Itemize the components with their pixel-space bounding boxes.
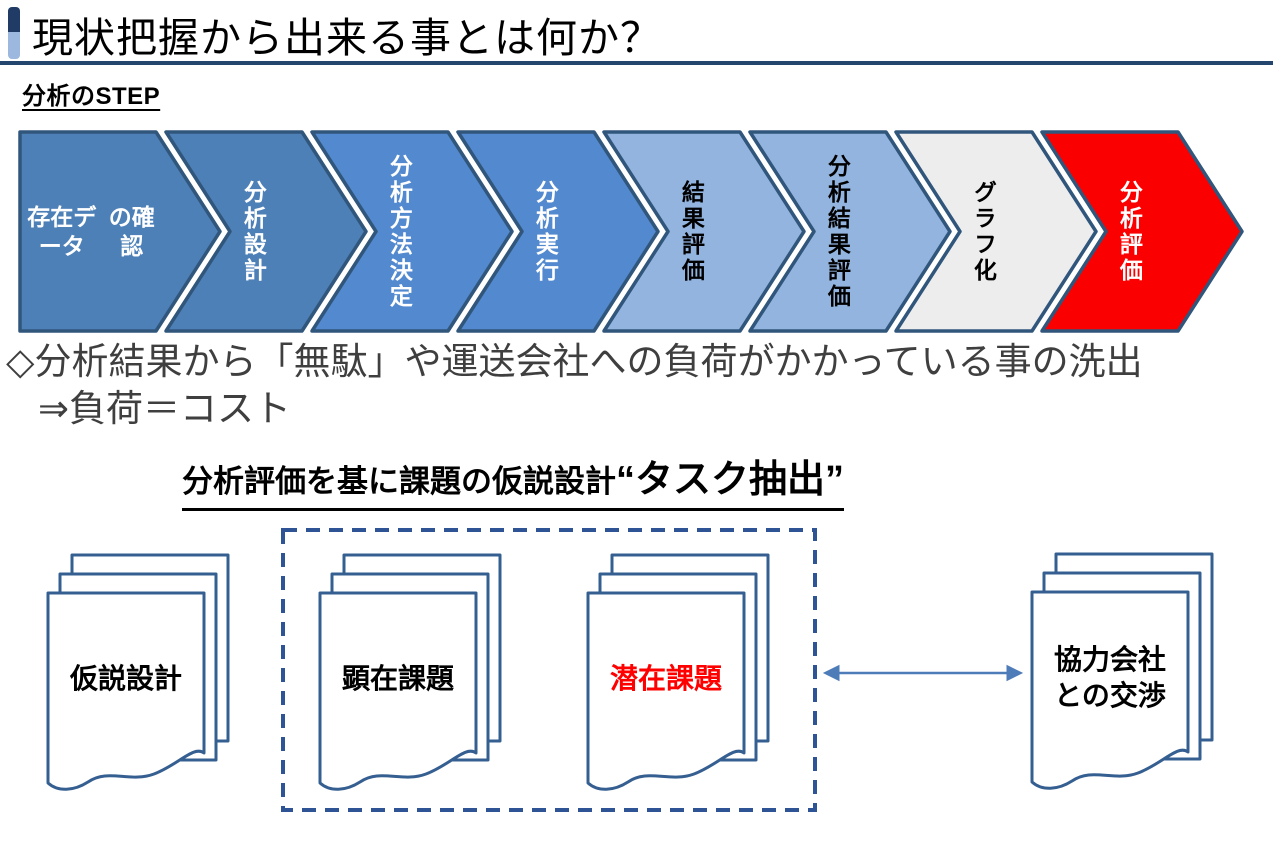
page-title: 現状把握から出来る事とは何か？ — [32, 15, 662, 61]
process-chevron-2 — [164, 130, 368, 333]
analysis-step-heading: 分析のSTEP — [22, 83, 161, 110]
finding-line-2: ⇒負荷＝コスト — [38, 388, 292, 429]
title-accent-bar — [8, 7, 20, 59]
process-chevron-3 — [310, 130, 514, 333]
subheading-emphasis: “タスク抽出” — [616, 459, 845, 501]
process-chevron-5 — [602, 130, 806, 333]
process-chevron-7 — [894, 130, 1098, 333]
subheading-prefix: 分析評価を基に課題の仮説設計 — [182, 464, 616, 499]
document-stack-2 — [318, 553, 502, 791]
process-chevron-6 — [748, 130, 952, 333]
process-chevron-4 — [456, 130, 660, 333]
process-chevron-1 — [18, 130, 222, 333]
title-row: 現状把握から出来る事とは何か？ — [0, 0, 1273, 61]
process-chevron-8 — [1040, 130, 1244, 333]
double-arrow-connector — [822, 664, 1024, 682]
title-divider-line — [0, 61, 1273, 65]
document-stack-3 — [586, 553, 770, 791]
document-stack-4 — [1030, 552, 1214, 790]
task-extraction-heading: 分析評価を基に課題の仮説設計“タスク抽出” — [182, 448, 845, 511]
finding-line-1: ◇分析結果から「無駄」や運送会社への負荷がかかっている事の洗出 — [6, 341, 1143, 382]
dashed-group-box — [281, 528, 817, 812]
document-stack-1 — [46, 553, 230, 791]
analysis-finding-text: ◇分析結果から「無駄」や運送会社への負荷がかかっている事の洗出 ⇒負荷＝コスト — [6, 338, 1143, 432]
